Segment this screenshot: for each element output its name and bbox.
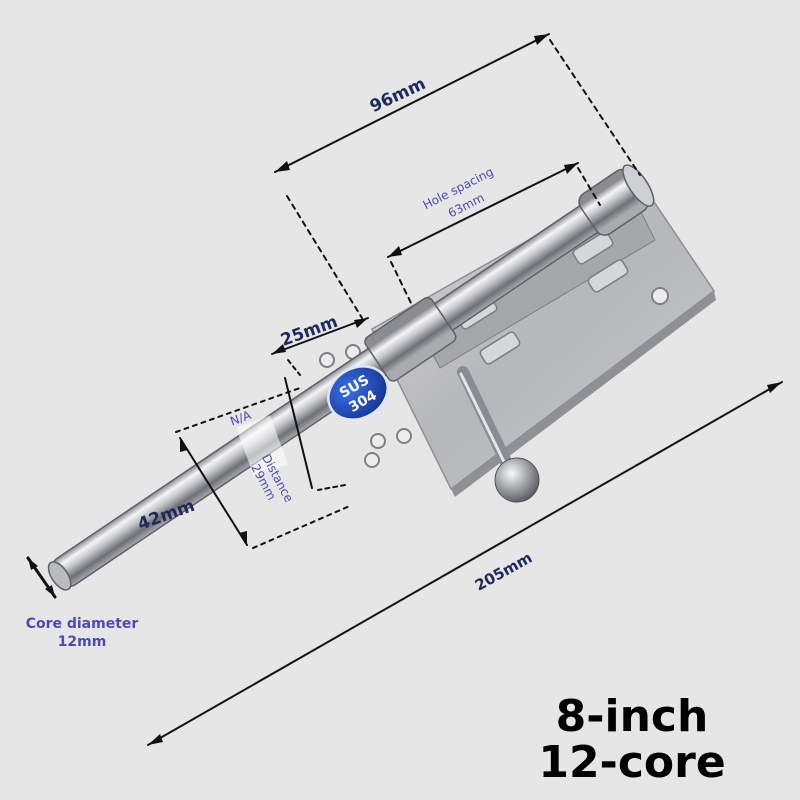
- label-25mm: 25mm: [278, 312, 340, 351]
- barrel-sleeve: [364, 296, 457, 382]
- screw-hole: [364, 452, 380, 468]
- white-sticker: [236, 415, 288, 477]
- sus304-badge: SUS 304: [327, 365, 389, 421]
- dim-arrow-distance: [284, 377, 313, 489]
- arrowhead: [767, 382, 782, 393]
- dim-guide: [175, 387, 301, 433]
- arrowhead: [564, 163, 578, 174]
- screw-hole: [319, 352, 335, 368]
- screw-hole: [370, 433, 386, 449]
- caption-size: 8-inch: [555, 691, 709, 742]
- arrowhead: [28, 558, 38, 570]
- dim-arrow-96mm: [274, 33, 550, 173]
- dim-arrow-hole-spacing: [387, 162, 579, 258]
- handle-knob: [494, 457, 540, 503]
- dim-guide: [287, 359, 301, 376]
- stopper-tab: [479, 331, 521, 365]
- stopper-tab: [587, 259, 629, 293]
- arrowhead: [148, 734, 163, 745]
- handle-stem: [457, 366, 516, 476]
- dim-guide: [577, 167, 601, 206]
- arrowhead: [45, 585, 55, 597]
- caption-core: 12-core: [538, 737, 726, 788]
- arrowhead: [275, 161, 290, 172]
- dim-guide: [252, 504, 353, 549]
- screw-holes: [319, 204, 669, 468]
- screw-hole: [396, 428, 412, 444]
- dim-arrow-205mm: [147, 381, 783, 746]
- badge-disc: [327, 365, 389, 421]
- dim-arrow-25mm: [271, 317, 369, 355]
- label-core-diameter-line1: Core diameter: [26, 616, 139, 632]
- dim-guide: [286, 195, 363, 319]
- dim-guide: [390, 261, 413, 306]
- arrowhead: [534, 34, 549, 45]
- screw-hole: [651, 287, 669, 305]
- dim-guide: [549, 39, 641, 176]
- handle-stem-highlight: [459, 372, 509, 470]
- rear-collar-face: [622, 164, 655, 207]
- dim-arrow-42mm: [179, 437, 248, 546]
- size-caption: 8-inch 12-core: [512, 694, 752, 786]
- plate-bottom-edge: [451, 291, 716, 497]
- arrowhead: [272, 344, 286, 354]
- arrowhead: [180, 438, 188, 452]
- label-core-diameter-line2: 12mm: [58, 634, 107, 650]
- arrowhead: [239, 531, 247, 545]
- arrowhead: [388, 246, 402, 257]
- arrowhead: [354, 318, 368, 328]
- label-205mm: 205mm: [472, 549, 535, 595]
- bolt-tip: [47, 561, 72, 591]
- dim-guide: [317, 484, 346, 491]
- stopper-tab: [572, 231, 614, 265]
